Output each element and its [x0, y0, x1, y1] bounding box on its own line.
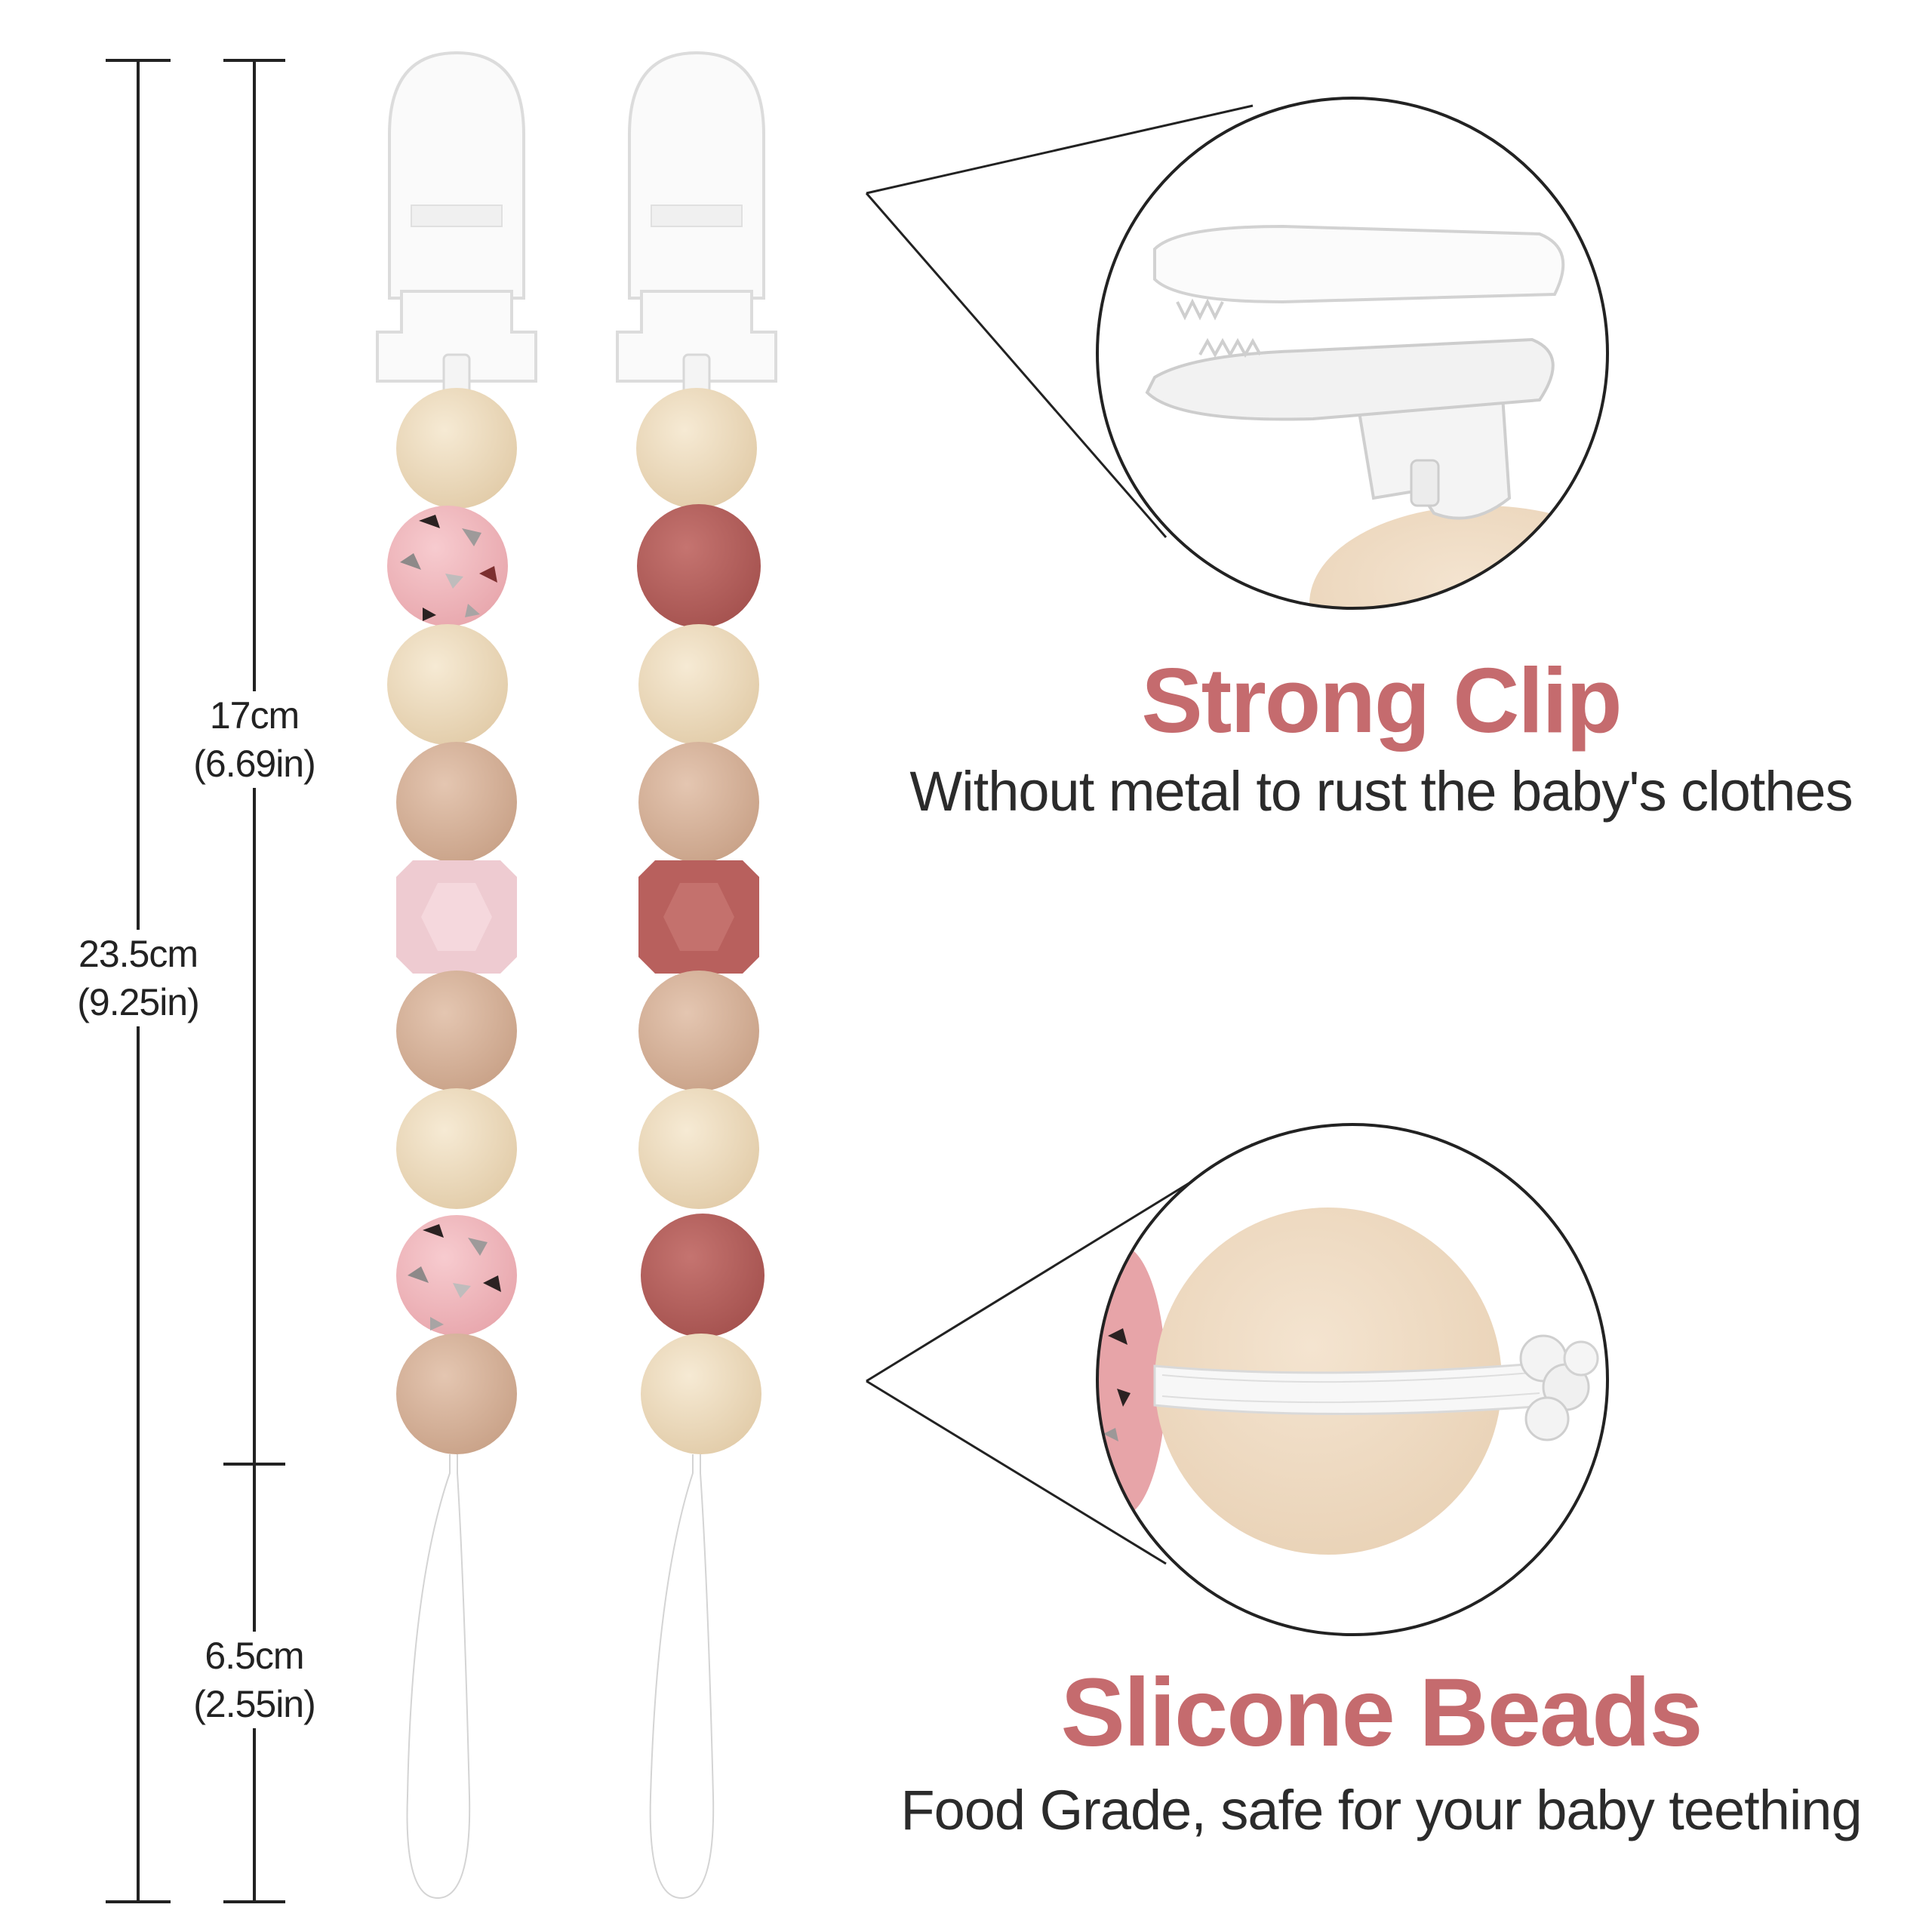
bead-rose [637, 504, 761, 628]
strong-clip-heading: Strong Clip [1141, 649, 1622, 752]
bead-tan [638, 971, 759, 1091]
clip-left [376, 51, 537, 395]
silicone-beads-description: Food Grade, safe for your baby teething [900, 1779, 1862, 1841]
bead-rose [641, 1214, 764, 1337]
bead-speckled [396, 1215, 517, 1336]
bead-cream [641, 1334, 761, 1454]
bead-cream [396, 388, 517, 509]
clip-callout [865, 97, 1609, 610]
bead-rose-hexagonal [638, 860, 759, 974]
bead-cream [387, 624, 508, 745]
beads-dimension-label: 17cm (6.69in) [160, 691, 349, 788]
strong-clip-description: Without metal to rust the baby's clothes [909, 760, 1853, 823]
bead-tan [396, 742, 517, 863]
bead-cream [638, 624, 759, 745]
pacifier-clip-right [616, 51, 777, 1904]
pacifier-clip-left [376, 51, 537, 1904]
loop-dimension-label: 6.5cm (2.55in) [160, 1632, 349, 1728]
bead-cream [636, 388, 757, 509]
elastic-loop-right [645, 1454, 719, 1904]
bead-pink-hexagonal [396, 860, 517, 974]
total-length-in: (9.25in) [77, 981, 200, 1023]
clip-right [616, 51, 777, 395]
bead-tan [396, 971, 517, 1091]
bead-cream [396, 1334, 517, 1454]
beads-length-in: (6.69in) [193, 743, 316, 785]
total-dimension-label: 23.5cm (9.25in) [44, 930, 232, 1026]
silicone-beads-heading: Slicone Beads [1060, 1659, 1703, 1767]
loop-length-cm: 6.5cm [205, 1635, 304, 1677]
beads-length-cm: 17cm [209, 694, 300, 737]
bead-closeup-image [1097, 1124, 1607, 1635]
bead-tan [638, 742, 759, 863]
bead-cream [638, 1088, 759, 1209]
elastic-loop-left [401, 1454, 475, 1904]
total-length-cm: 23.5cm [78, 933, 198, 975]
clip-closeup-image [1097, 98, 1607, 608]
bead-speckled [387, 506, 508, 626]
loop-length-in: (2.55in) [193, 1683, 316, 1725]
beads-callout [866, 1123, 1609, 1636]
bead-cream [396, 1088, 517, 1209]
